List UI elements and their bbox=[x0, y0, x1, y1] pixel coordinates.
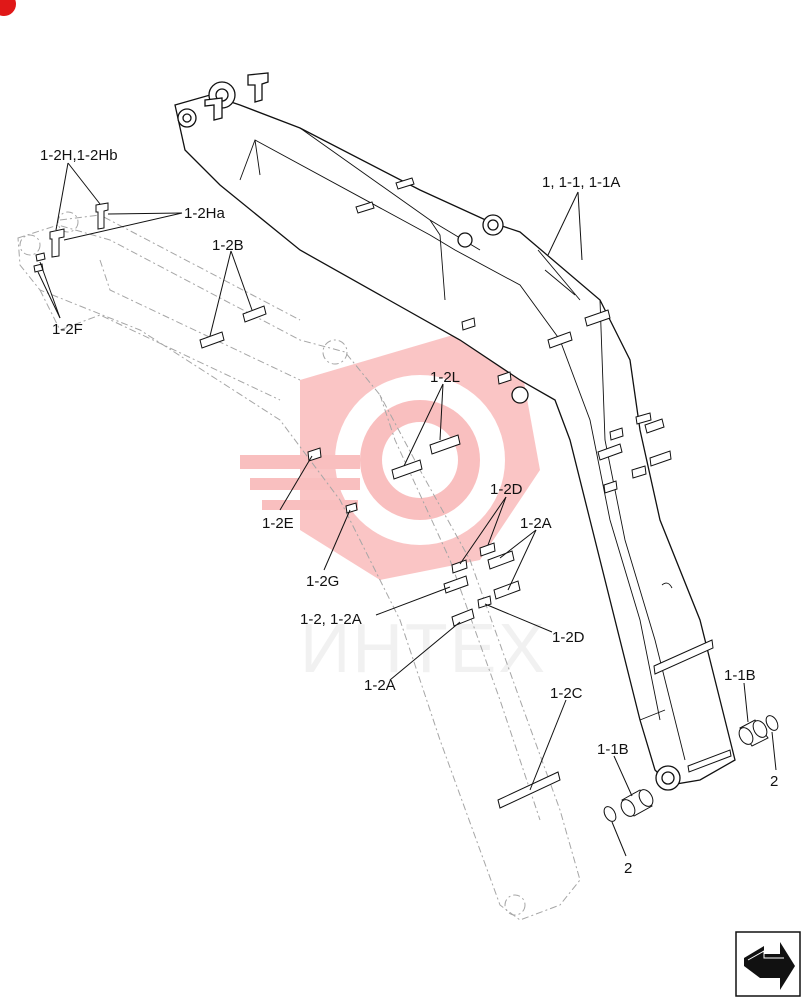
label-1-2d-top: 1-2D bbox=[490, 481, 523, 498]
label-1-2l: 1-2L bbox=[430, 369, 460, 386]
label-1-2d-bottom: 1-2D bbox=[552, 629, 585, 646]
label-1-1-1-1a: 1, 1-1, 1-1A bbox=[542, 174, 620, 191]
bushings bbox=[603, 715, 779, 822]
label-1-2ha: 1-2Ha bbox=[184, 205, 226, 222]
leader-lines bbox=[37, 162, 777, 857]
label-1-2a-top: 1-2A bbox=[520, 515, 552, 532]
label-1-2e: 1-2E bbox=[262, 515, 294, 532]
label-1-2g: 1-2G bbox=[306, 573, 339, 590]
label-2-right: 2 bbox=[770, 773, 778, 790]
bushing-right bbox=[738, 719, 769, 747]
label-1-2h-1-2hb: 1-2H,1-2Hb bbox=[40, 147, 118, 164]
o-ring-left bbox=[603, 806, 617, 822]
label-1-2f: 1-2F bbox=[52, 321, 83, 338]
ghost-boom-outline bbox=[17, 211, 581, 921]
callout-labels: 1-2H,1-2Hb 1-2Ha 1-2F 1-2B 1, 1-1, 1-1A … bbox=[40, 147, 778, 877]
label-1-2-1-2a: 1-2, 1-2A bbox=[300, 611, 362, 628]
bushing-left bbox=[620, 789, 654, 817]
label-1-1b-right: 1-1B bbox=[724, 667, 756, 684]
watermark-text: ИНТЕХ bbox=[300, 609, 547, 687]
o-ring-right bbox=[765, 715, 779, 731]
next-page-arrow-icon[interactable] bbox=[735, 931, 801, 997]
label-1-2c: 1-2C bbox=[550, 685, 583, 702]
label-1-2a-bottom: 1-2A bbox=[364, 677, 396, 694]
label-2-left: 2 bbox=[624, 860, 632, 877]
brand-badge-icon bbox=[0, 0, 16, 16]
label-1-2b: 1-2B bbox=[212, 237, 244, 254]
label-1-1b-left: 1-1B bbox=[597, 741, 629, 758]
main-boom bbox=[174, 72, 736, 791]
